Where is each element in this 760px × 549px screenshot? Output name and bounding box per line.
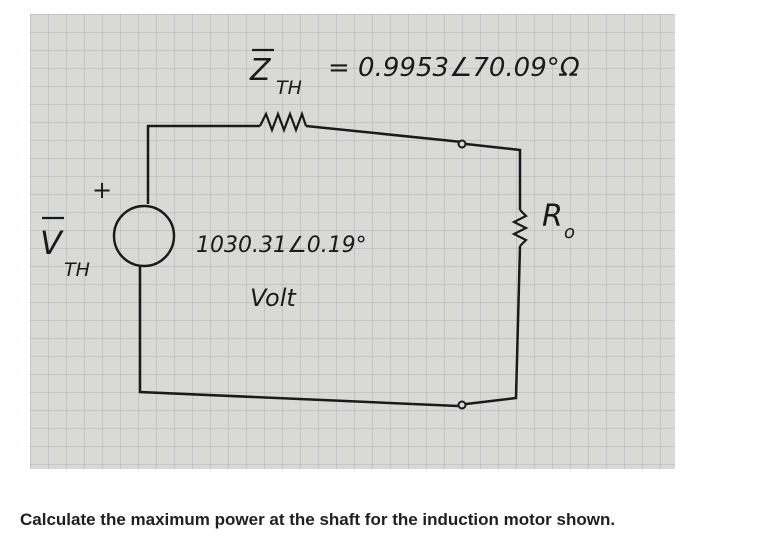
source-symbol: V <box>40 224 64 262</box>
load-resistor <box>511 209 529 247</box>
question-text: Calculate the maximum power at the shaft… <box>20 510 616 529</box>
source-unit: Volt <box>250 284 297 312</box>
circuit-photo: Z TH = 0.9953∠70.09°Ω + V TH 1030.31∠0.1… <box>30 14 675 469</box>
load-subscript: o <box>564 222 575 243</box>
wire-top-right <box>465 142 522 210</box>
voltage-source <box>112 204 176 268</box>
source-plus-sign: + <box>92 176 112 204</box>
terminal-bottom <box>457 400 467 410</box>
wire-top-left <box>146 124 260 194</box>
source-value: 1030.31∠0.19° <box>196 233 367 258</box>
load-symbol: R <box>542 199 563 234</box>
impedance-symbol: Z <box>249 53 272 88</box>
source-subscript: TH <box>64 259 90 281</box>
wire-bottom-left <box>138 276 459 408</box>
impedance-resistor <box>259 110 308 134</box>
impedance-subscript: TH <box>276 77 302 99</box>
terminal-top <box>457 139 467 149</box>
wire-bottom-right <box>465 245 522 406</box>
wire-top-middle <box>305 124 463 144</box>
circuit-diagram: Z TH = 0.9953∠70.09°Ω + V TH 1030.31∠0.1… <box>40 48 580 410</box>
impedance-value: = 0.9953∠70.09°Ω <box>328 53 580 83</box>
